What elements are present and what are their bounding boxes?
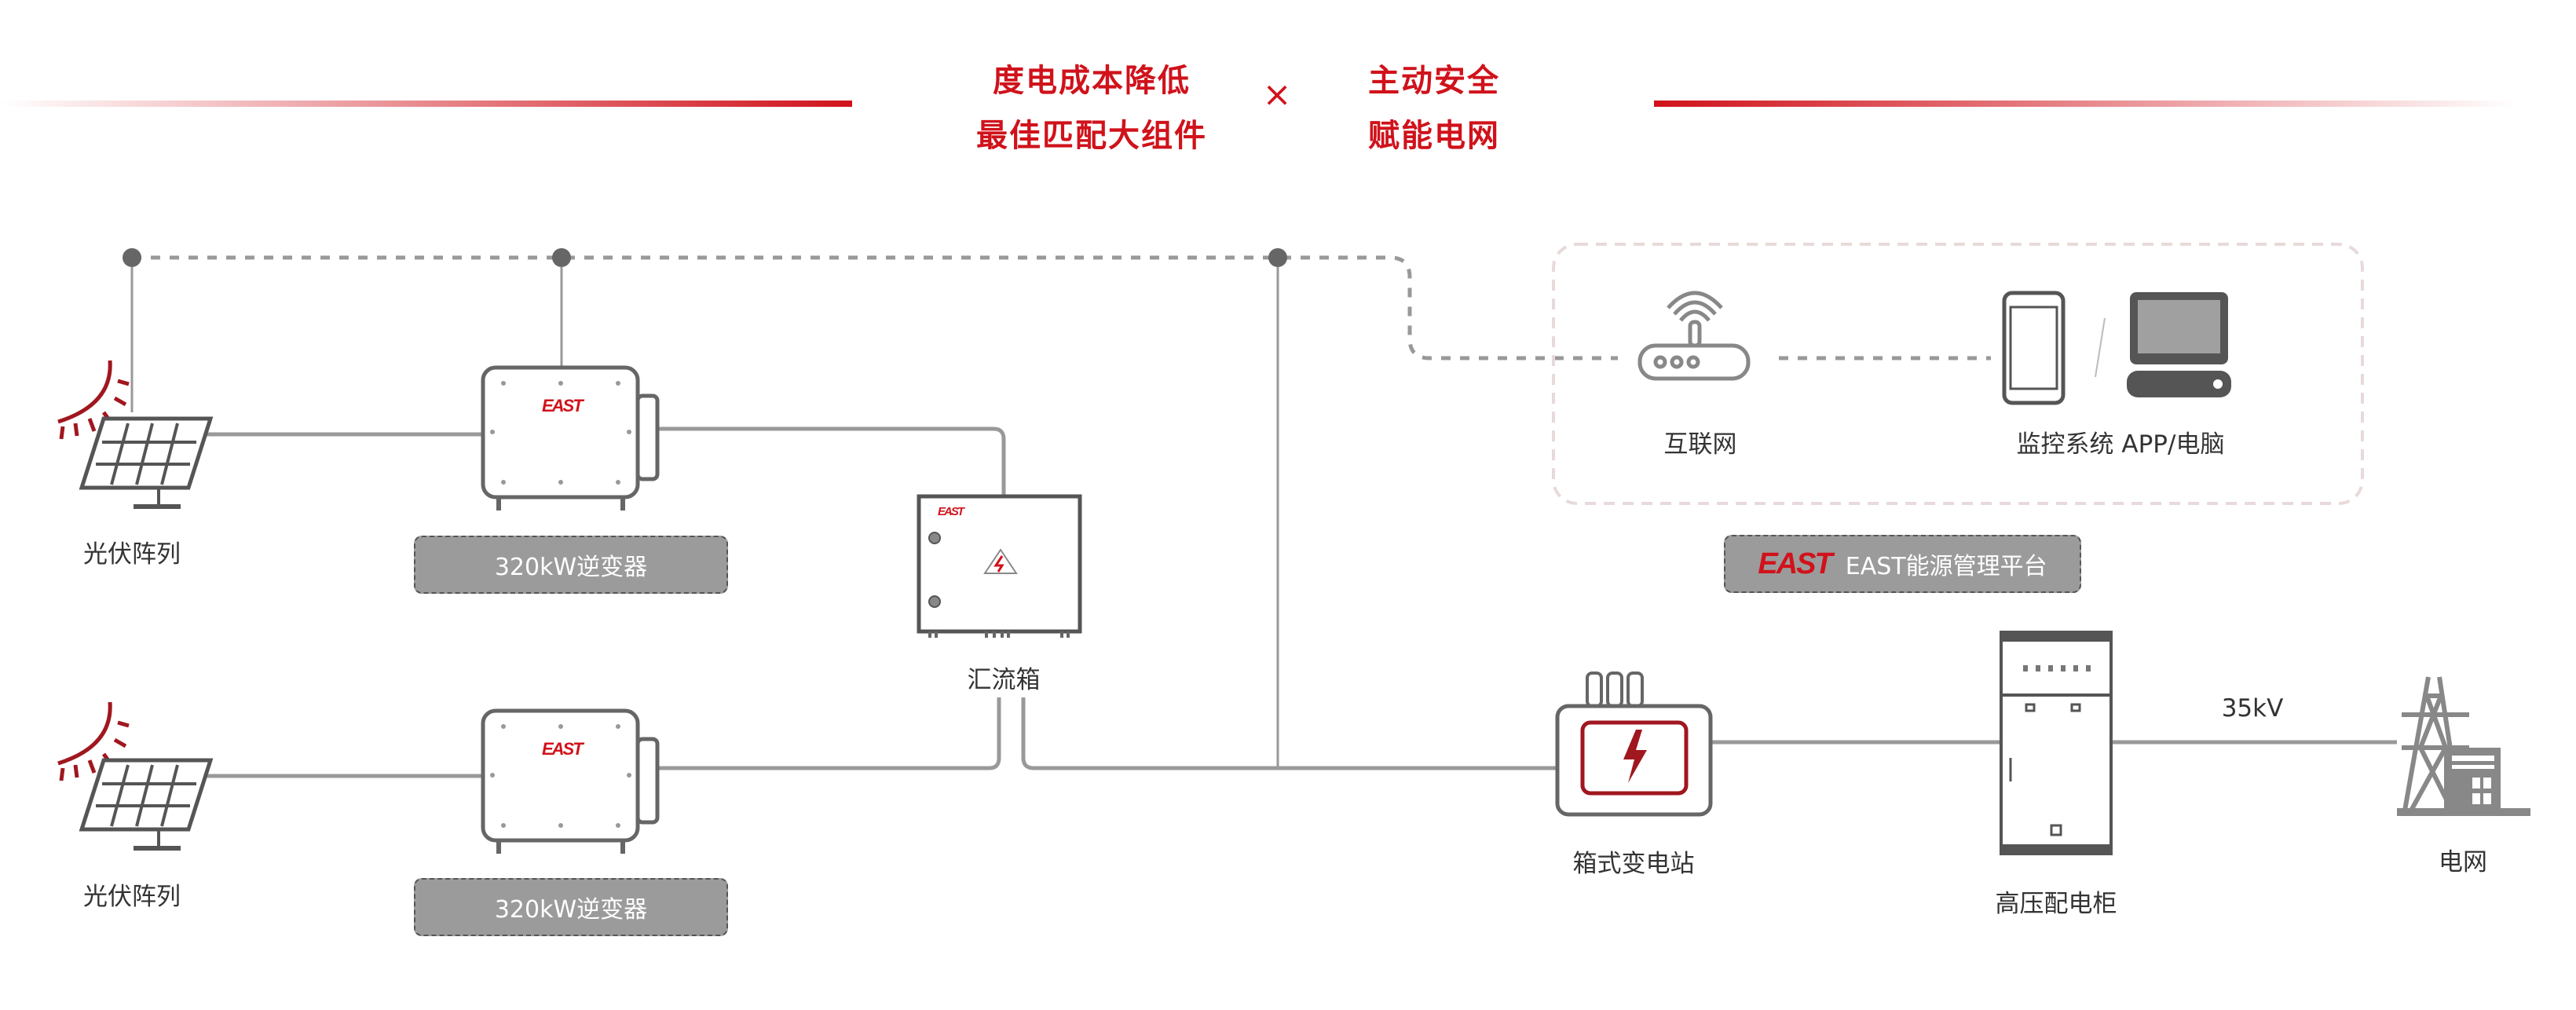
warning-icon bbox=[983, 548, 1018, 574]
platform-tag: EAST EAST能源管理平台 bbox=[1724, 535, 2081, 593]
lightning-icon bbox=[1623, 730, 1647, 783]
platform-label: EAST能源管理平台 bbox=[1845, 553, 2047, 580]
header-left-line1: 度电成本降低 bbox=[993, 63, 1191, 99]
transformer-icon bbox=[1555, 672, 1713, 817]
solar-panel-icon bbox=[57, 360, 214, 509]
header-right-line1: 主动安全 bbox=[1368, 63, 1500, 99]
computer-icon bbox=[2127, 292, 2231, 397]
transformer-label: 箱式变电站 bbox=[1572, 850, 1695, 878]
header-right-line2: 赋能电网 bbox=[1368, 118, 1500, 154]
inverter-tag-bottom: 320kW逆变器 bbox=[414, 878, 728, 936]
router-icon bbox=[1637, 291, 1751, 381]
voltage-label: 35kV bbox=[2221, 694, 2284, 723]
inverter-icon bbox=[481, 708, 660, 854]
phone-icon bbox=[2002, 291, 2066, 405]
inverter-tag-top: 320kW逆变器 bbox=[414, 536, 728, 594]
network-box bbox=[1552, 243, 2364, 505]
grid-label: 电网 bbox=[2439, 848, 2487, 876]
internet-label: 互联网 bbox=[1663, 430, 1737, 459]
pv-array-label-bottom: 光伏阵列 bbox=[83, 883, 181, 911]
combiner-box-icon bbox=[917, 494, 1082, 638]
divider-slash bbox=[2095, 317, 2106, 378]
comm-dashed-line bbox=[132, 255, 1618, 360]
inverter-tag-label: 320kW逆变器 bbox=[494, 896, 648, 924]
multiply-sign: × bbox=[1262, 75, 1293, 115]
sun-icon bbox=[57, 701, 130, 781]
monitor-label: 监控系统 APP/电脑 bbox=[2016, 430, 2225, 459]
power-lines bbox=[204, 426, 2397, 778]
power-tower-icon bbox=[2397, 676, 2530, 816]
inverter-tag-label: 320kW逆变器 bbox=[494, 554, 648, 581]
east-logo: EAST bbox=[938, 505, 964, 518]
hv-cabinet-icon bbox=[2000, 631, 2113, 855]
comm-node bbox=[552, 248, 571, 267]
combiner-label: 汇流箱 bbox=[967, 666, 1041, 694]
header-left-line2: 最佳匹配大组件 bbox=[976, 118, 1207, 154]
header-line-left bbox=[0, 101, 852, 107]
header-line-right bbox=[1654, 101, 2518, 107]
inverter-icon bbox=[481, 365, 660, 510]
east-logo: EAST bbox=[542, 396, 584, 415]
comm-node bbox=[1268, 248, 1287, 267]
comm-node bbox=[123, 248, 141, 267]
east-logo: EAST bbox=[542, 739, 584, 759]
east-logo: EAST bbox=[1758, 547, 1832, 580]
pv-array-label-top: 光伏阵列 bbox=[83, 540, 181, 569]
solar-panel-icon bbox=[57, 701, 214, 851]
hv-cabinet-label: 高压配电柜 bbox=[1995, 890, 2117, 918]
